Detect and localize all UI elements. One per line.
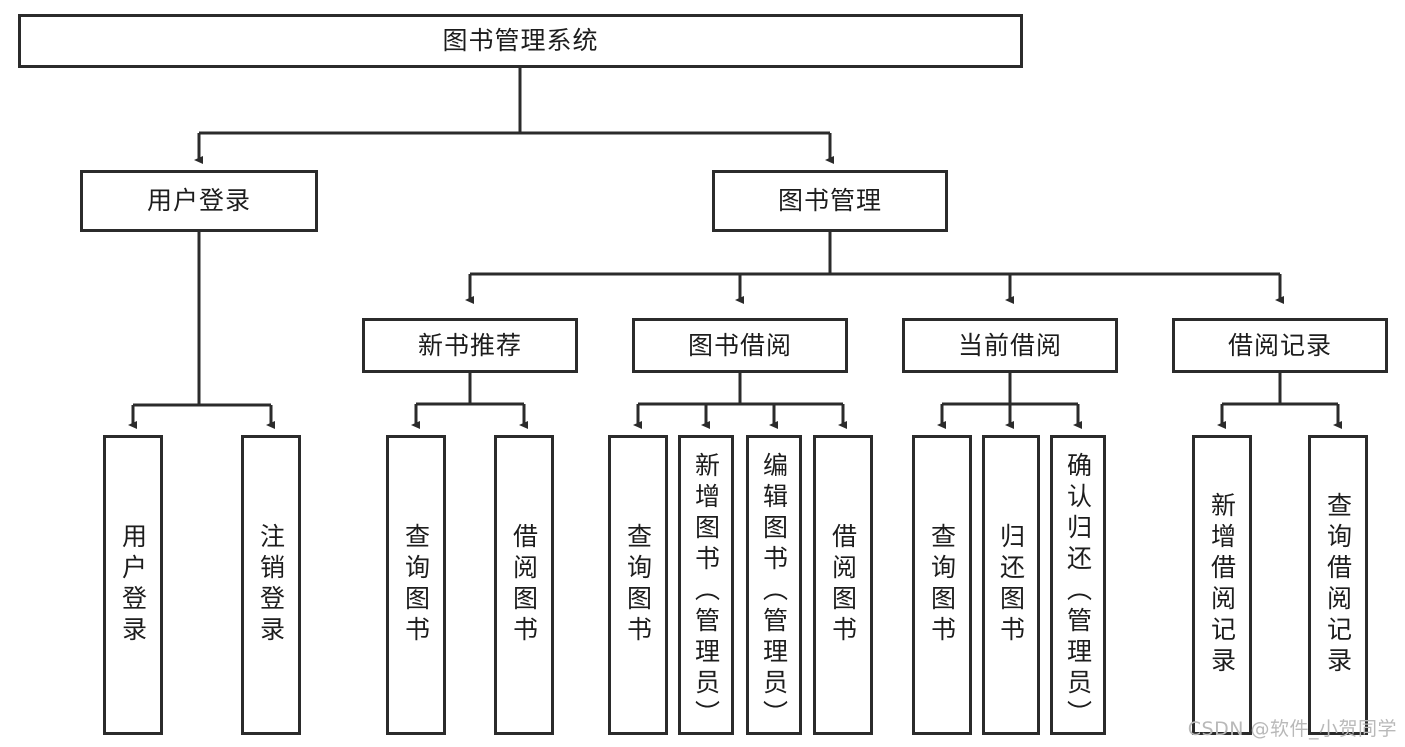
- node-leaf-user-login[interactable]: 用户登录: [103, 435, 163, 735]
- node-leaf-query-borrow-record[interactable]: 查询借阅记录: [1308, 435, 1368, 735]
- node-leaf-add-borrow-record-label: 新增借阅记录: [1207, 492, 1237, 678]
- node-leaf-add-borrow-record[interactable]: 新增借阅记录: [1192, 435, 1252, 735]
- node-leaf-query-book-2-label: 查询图书: [623, 523, 653, 647]
- node-leaf-query-book-1-label: 查询图书: [401, 523, 431, 647]
- node-current-borrow[interactable]: 当前借阅: [902, 318, 1118, 373]
- node-root-label: 图书管理系统: [442, 26, 599, 56]
- node-book-management-label: 图书管理: [777, 186, 882, 216]
- node-leaf-borrow-book-1-label: 借阅图书: [509, 523, 539, 647]
- node-borrow-record-label: 借阅记录: [1227, 330, 1332, 360]
- node-leaf-edit-book-admin-label: 编辑图书（管理员）: [759, 452, 789, 731]
- node-leaf-query-book-2[interactable]: 查询图书: [608, 435, 668, 735]
- node-leaf-edit-book-admin[interactable]: 编辑图书（管理员）: [746, 435, 802, 735]
- node-leaf-user-login-label: 用户登录: [118, 523, 148, 647]
- node-leaf-logout-login-label: 注销登录: [256, 523, 286, 647]
- node-leaf-query-book-3[interactable]: 查询图书: [912, 435, 972, 735]
- node-root[interactable]: 图书管理系统: [18, 14, 1023, 68]
- node-user-login[interactable]: 用户登录: [80, 170, 318, 232]
- node-leaf-confirm-return-admin-label: 确认归还（管理员）: [1063, 452, 1093, 731]
- node-leaf-confirm-return-admin[interactable]: 确认归还（管理员）: [1050, 435, 1106, 735]
- node-leaf-add-book-admin[interactable]: 新增图书（管理员）: [678, 435, 734, 735]
- node-leaf-return-book-label: 归还图书: [996, 523, 1026, 647]
- node-leaf-query-borrow-record-label: 查询借阅记录: [1323, 492, 1353, 678]
- node-new-book-recommend[interactable]: 新书推荐: [362, 318, 578, 373]
- node-leaf-query-book-1[interactable]: 查询图书: [386, 435, 446, 735]
- node-leaf-add-book-admin-label: 新增图书（管理员）: [691, 452, 721, 731]
- node-book-borrow[interactable]: 图书借阅: [632, 318, 848, 373]
- node-leaf-borrow-book-1[interactable]: 借阅图书: [494, 435, 554, 735]
- node-leaf-borrow-book-2-label: 借阅图书: [828, 523, 858, 647]
- node-book-borrow-label: 图书借阅: [687, 330, 792, 360]
- node-user-login-label: 用户登录: [146, 186, 251, 216]
- node-leaf-return-book[interactable]: 归还图书: [982, 435, 1040, 735]
- node-book-management[interactable]: 图书管理: [712, 170, 948, 232]
- node-leaf-logout-login[interactable]: 注销登录: [241, 435, 301, 735]
- node-leaf-query-book-3-label: 查询图书: [927, 523, 957, 647]
- node-current-borrow-label: 当前借阅: [957, 330, 1062, 360]
- node-borrow-record[interactable]: 借阅记录: [1172, 318, 1388, 373]
- node-new-book-recommend-label: 新书推荐: [417, 330, 522, 360]
- node-leaf-borrow-book-2[interactable]: 借阅图书: [813, 435, 873, 735]
